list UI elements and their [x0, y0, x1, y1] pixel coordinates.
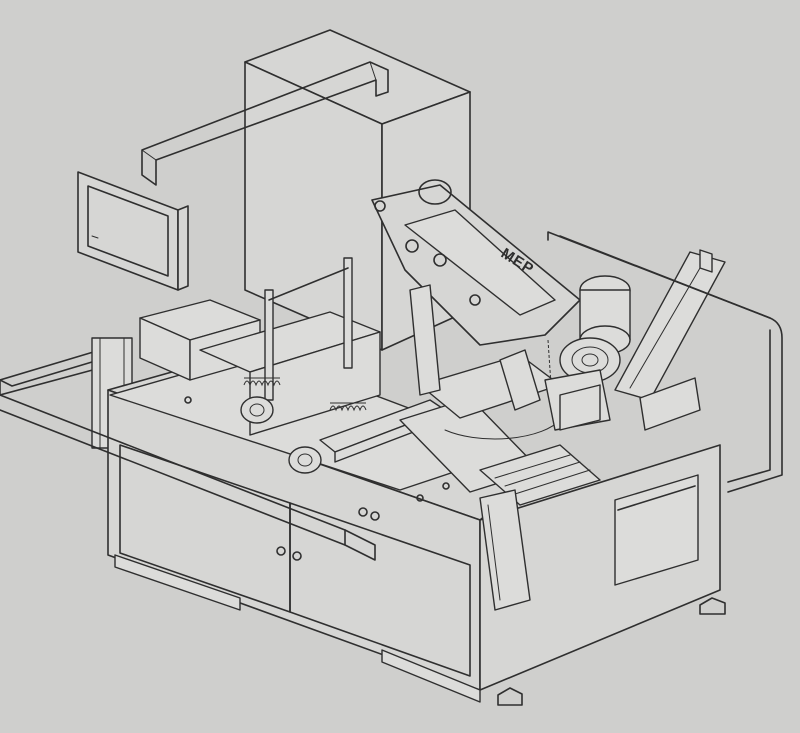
spring-left	[243, 377, 281, 387]
outfeed-control-box	[559, 377, 701, 431]
monitor-arm	[141, 61, 389, 186]
coolant-chute	[479, 489, 531, 611]
control-monitor	[77, 171, 189, 291]
saw-head-arm: MEP	[371, 179, 581, 411]
handwheel-left	[240, 396, 274, 424]
safety-guard-rail	[547, 231, 783, 493]
handwheel-front	[288, 446, 322, 474]
spring-right	[329, 402, 367, 412]
